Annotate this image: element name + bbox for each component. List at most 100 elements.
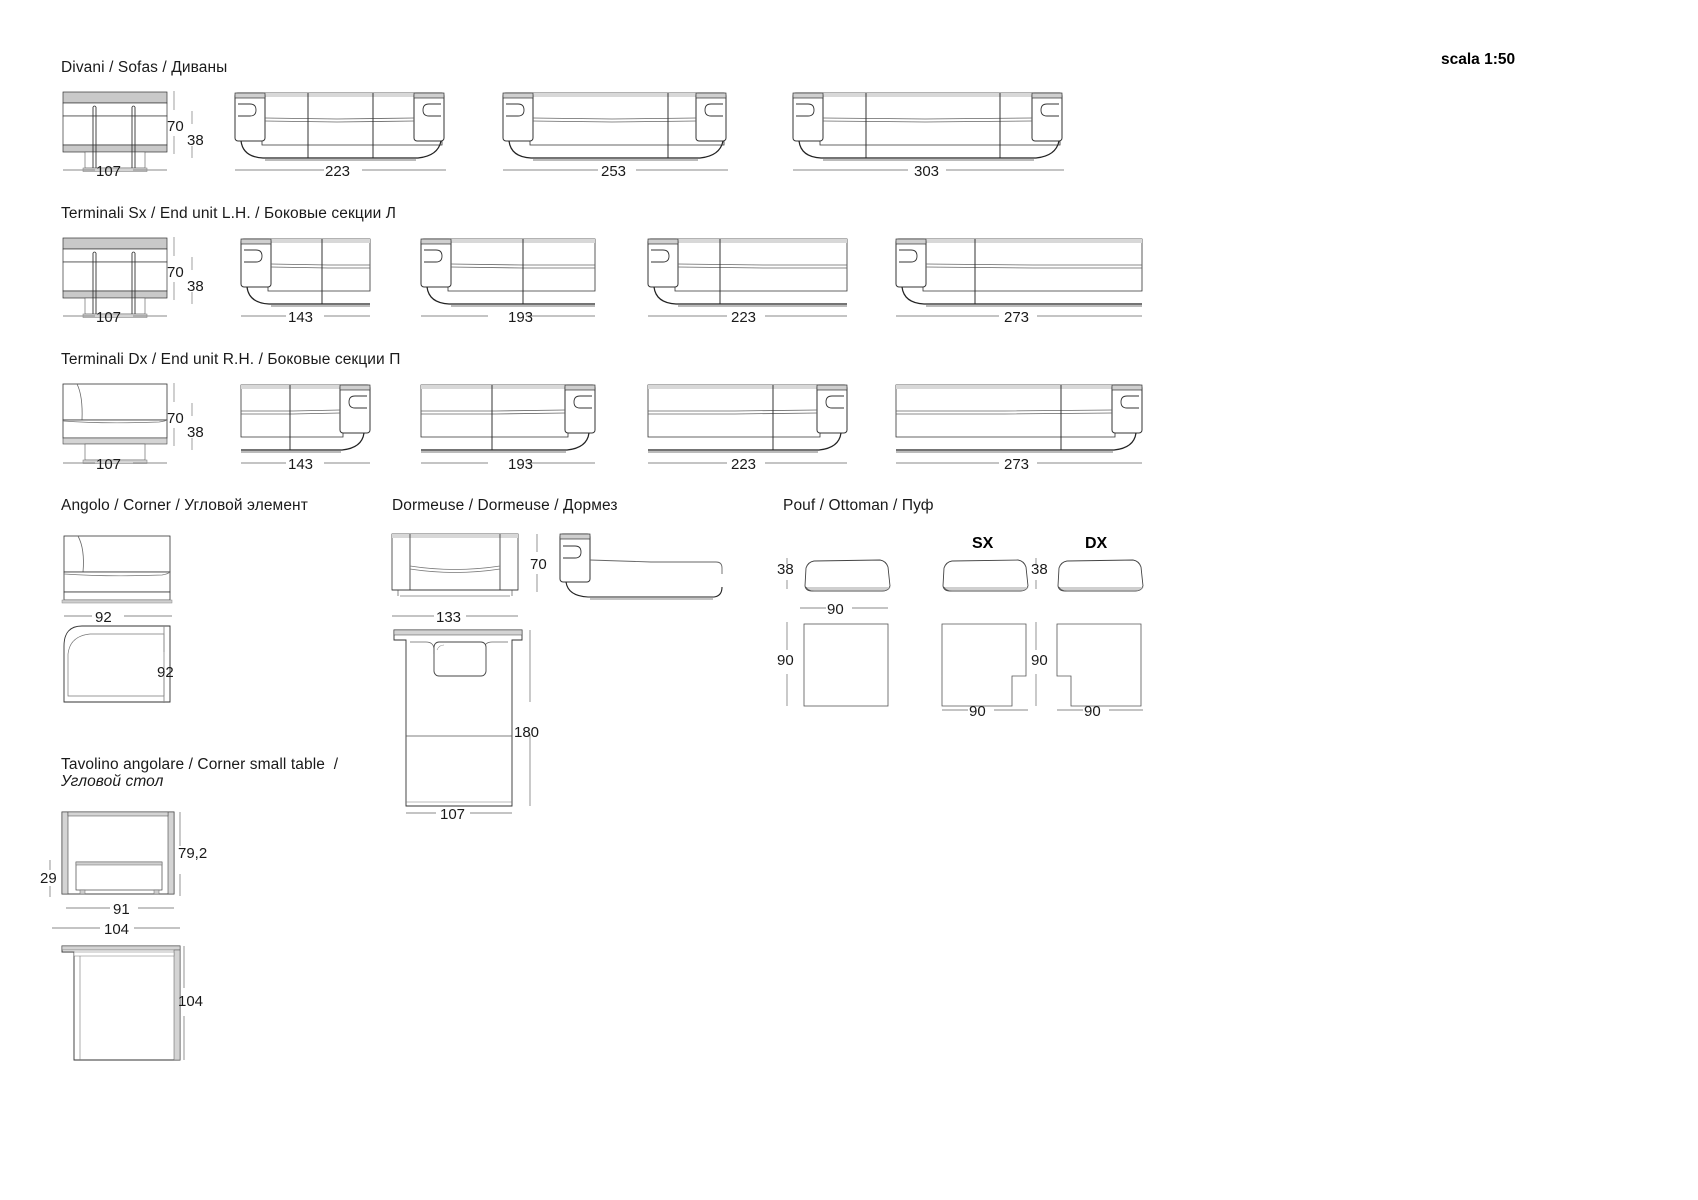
scale-label: scala 1:50	[1441, 51, 1516, 68]
dim-table-height-low: 29	[40, 870, 57, 887]
end-unit-rh-193-elevation	[418, 380, 598, 465]
dormeuse-plan-depth-dimension-line	[521, 624, 541, 809]
dim-sx-223: 223	[731, 309, 757, 326]
section-title-terminali-dx: Terminali Dx / End unit R.H. / Боковые с…	[61, 351, 401, 368]
pouf-dx-width-dimension-line	[1053, 702, 1153, 718]
end-unit-lh-143-elevation	[238, 234, 373, 319]
divani-front-view	[55, 88, 230, 188]
dim-dx-front-width: 107	[96, 456, 122, 473]
dim-pouf-height: 38	[777, 561, 794, 578]
dim-corner-width: 92	[95, 609, 112, 626]
dim-pouf-sx-height: 38	[1031, 561, 1048, 578]
pouf-dx-plan-view	[1053, 620, 1149, 710]
dormeuse-plan-view	[388, 624, 528, 809]
terminali-dx-front-width-dimension-line	[55, 455, 185, 471]
dim-pouf-depth: 90	[777, 652, 794, 669]
terminali-dx-height-dimension-lines	[160, 380, 210, 460]
dim-corner-depth: 92	[157, 664, 174, 681]
pouf-label-sx: SX	[972, 535, 994, 552]
dim-sx-front-width: 107	[96, 309, 122, 326]
sofa-223-width-dimension-line	[232, 162, 450, 178]
pouf-sx-elevation	[938, 556, 1034, 596]
terminali-sx-height-dimension-lines	[160, 234, 210, 314]
dim-pouf-width: 90	[827, 601, 844, 618]
sofa-303-elevation	[790, 88, 1068, 173]
corner-width-dimension-line	[60, 608, 180, 624]
end-unit-rh-223-elevation	[645, 380, 850, 465]
dim-sx-height-back: 70	[167, 264, 184, 281]
pouf-plan-view	[800, 620, 896, 710]
end-unit-rh-223-width-dimension-line	[645, 455, 850, 471]
corner-table-plan-depth-dimension-line	[176, 940, 196, 1065]
dim-sx-193: 193	[508, 309, 534, 326]
dim-divani-height-back: 70	[167, 118, 184, 135]
dim-divani-front-width: 107	[96, 163, 122, 180]
corner-table-elevation	[58, 808, 188, 900]
dormeuse-side-elevation	[556, 530, 726, 600]
pouf-elevation	[800, 556, 896, 596]
pouf-sx-height-dimension-line	[1028, 556, 1048, 592]
section-title-tavolino-line2: Угловой стол	[61, 773, 164, 790]
corner-elevation	[60, 534, 180, 606]
pouf-width-dimension-line	[796, 600, 896, 616]
end-unit-lh-193-width-dimension-line	[418, 308, 598, 324]
section-title-angolo: Angolo / Corner / Угловой элемент	[61, 497, 308, 514]
end-unit-lh-143-width-dimension-line	[238, 308, 373, 324]
corner-table-height-dimension-line	[172, 808, 192, 900]
sofa-223-elevation	[232, 88, 450, 173]
dim-dormeuse-plan-depth: 180	[514, 724, 540, 741]
corner-table-plan-width-dimension-line	[48, 920, 193, 936]
end-unit-lh-193-elevation	[418, 234, 598, 319]
dim-table-width: 91	[113, 901, 130, 918]
dim-sx-height-seat: 38	[187, 278, 204, 295]
pouf-sx-depth-dimension-line	[1028, 620, 1048, 710]
section-title-divani: Divani / Sofas / Диваны	[61, 59, 228, 76]
end-unit-lh-223-elevation	[645, 234, 850, 319]
terminali-dx-front-view	[55, 380, 230, 480]
dim-sx-143: 143	[288, 309, 314, 326]
sofa-253-elevation	[500, 88, 732, 173]
pouf-label-dx: DX	[1085, 535, 1108, 552]
end-unit-rh-193-width-dimension-line	[418, 455, 598, 471]
pouf-sx-plan-view	[938, 620, 1034, 710]
corner-table-plan-view	[58, 940, 193, 1065]
sofa-253-width-dimension-line	[500, 162, 732, 178]
dim-sx-273: 273	[1004, 309, 1030, 326]
dim-sofa-223: 223	[325, 163, 351, 180]
end-unit-rh-143-elevation	[238, 380, 373, 465]
dormeuse-height-dimension-line	[528, 530, 548, 600]
dim-dx-height-seat: 38	[187, 424, 204, 441]
pouf-sx-width-dimension-line	[938, 702, 1038, 718]
terminali-sx-front-width-dimension-line	[55, 308, 185, 324]
dim-dormeuse-height: 70	[530, 556, 547, 573]
section-title-dormeuse: Dormeuse / Dormeuse / Дормез	[392, 497, 618, 514]
dormeuse-front-elevation	[388, 530, 523, 600]
corner-depth-dimension-line	[155, 624, 185, 706]
dim-table-height-total: 79,2	[178, 845, 208, 862]
end-unit-rh-273-width-dimension-line	[893, 455, 1145, 471]
end-unit-rh-273-elevation	[893, 380, 1145, 465]
dim-table-plan-depth: 104	[178, 993, 204, 1010]
pouf-depth-dimension-line	[775, 620, 795, 710]
end-unit-rh-143-width-dimension-line	[238, 455, 373, 471]
corner-table-width-dimension-line	[58, 900, 188, 916]
divani-height-dimension-lines	[160, 88, 210, 168]
dim-divani-height-seat: 38	[187, 132, 204, 149]
corner-table-low-height-dimension-line	[40, 858, 60, 900]
dim-dx-193: 193	[508, 456, 534, 473]
dim-dx-223: 223	[731, 456, 757, 473]
dormeuse-plan-width-dimension-line	[388, 805, 528, 821]
end-unit-lh-273-width-dimension-line	[893, 308, 1145, 324]
dim-sofa-253: 253	[601, 163, 627, 180]
pouf-height-dimension-line	[775, 556, 795, 592]
dim-dx-273: 273	[1004, 456, 1030, 473]
dim-pouf-dx-width: 90	[1084, 703, 1101, 720]
section-title-tavolino-line1: Tavolino angolare / Corner small table /	[61, 756, 339, 773]
dim-pouf-sx-width: 90	[969, 703, 986, 720]
section-title-terminali-sx: Terminali Sx / End unit L.H. / Боковые с…	[61, 205, 397, 222]
divani-width-dimension-line	[55, 162, 185, 178]
pouf-dx-elevation	[1053, 556, 1149, 596]
end-unit-lh-223-width-dimension-line	[645, 308, 850, 324]
dormeuse-width-dimension-line	[388, 608, 528, 624]
